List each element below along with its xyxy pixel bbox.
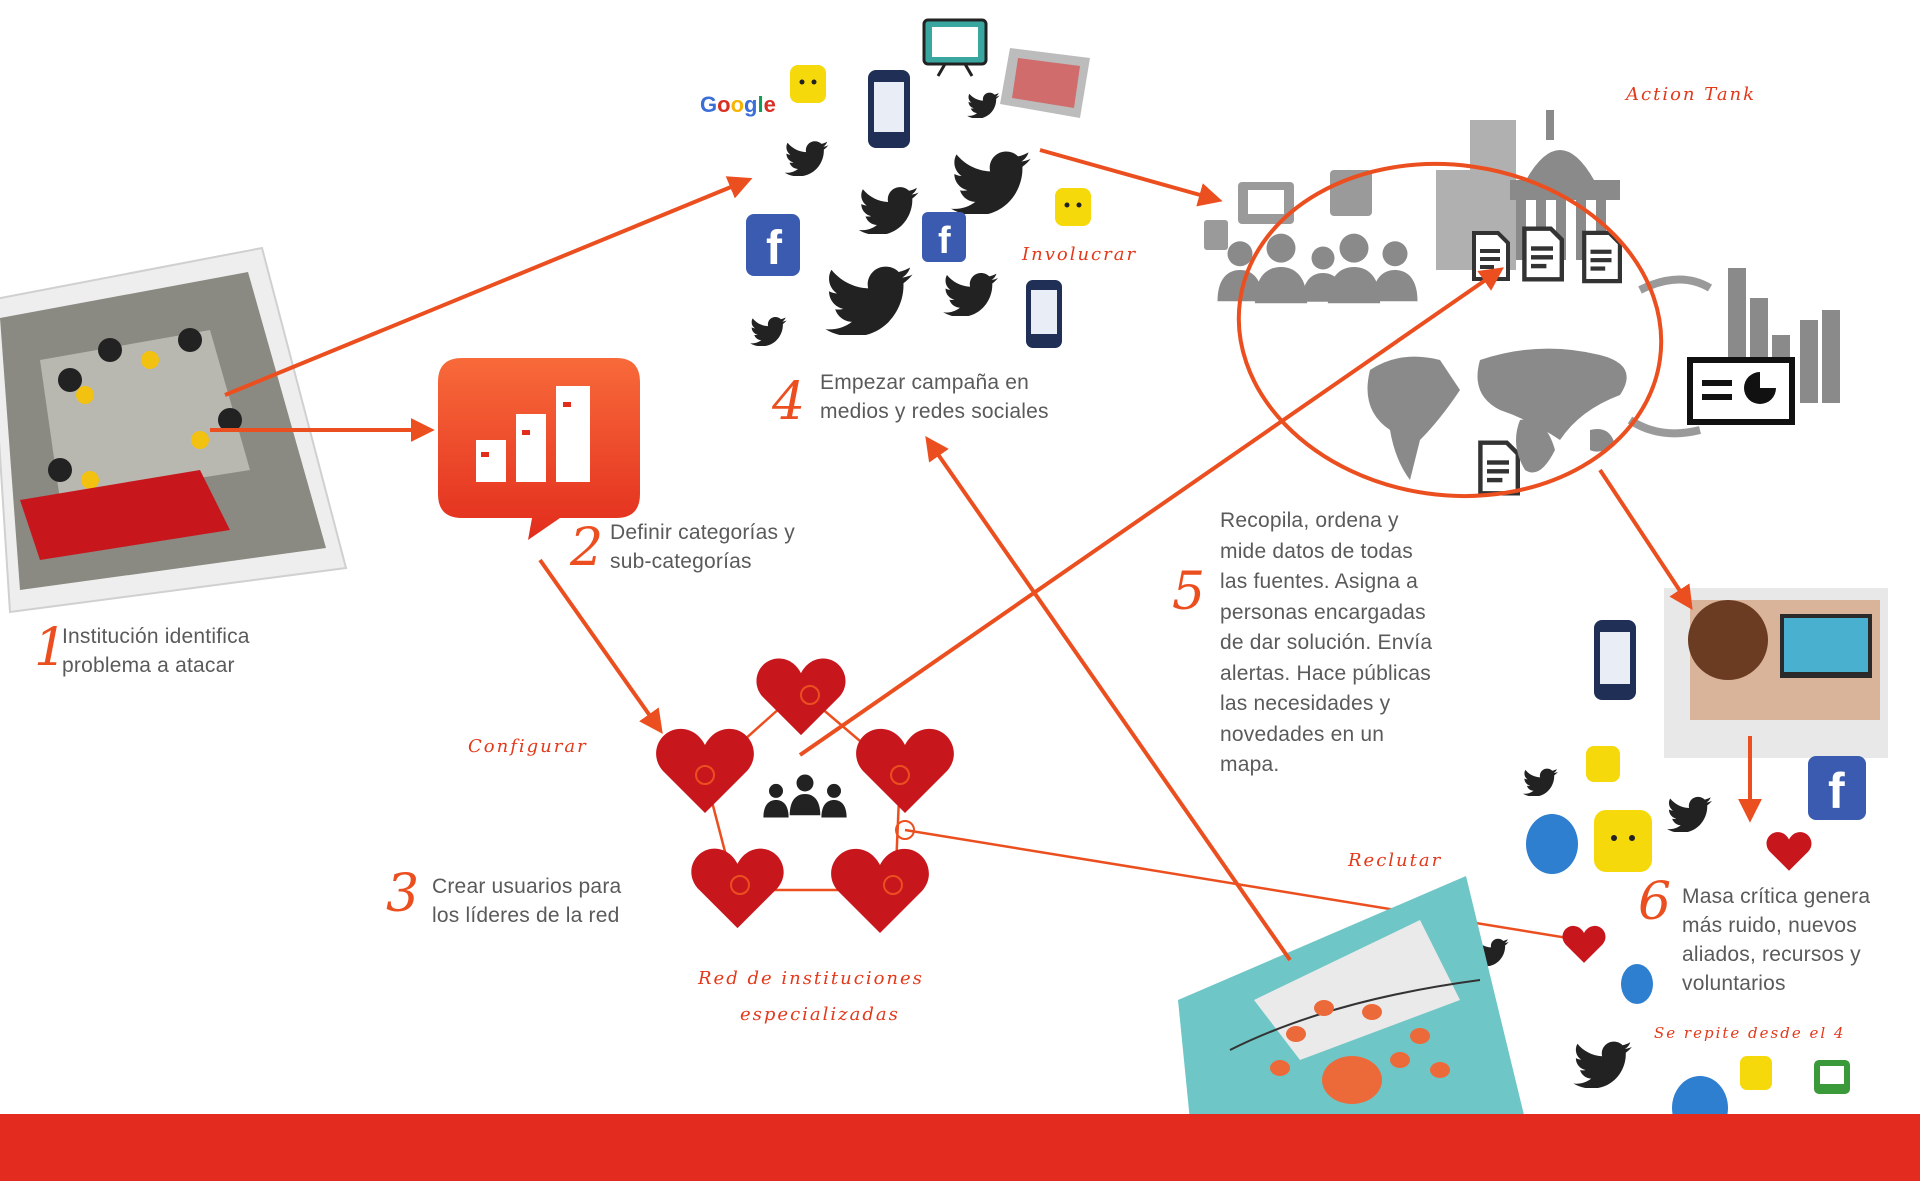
step-number-5: 5 bbox=[1172, 562, 1206, 622]
arrow-3-to-5 bbox=[798, 267, 1504, 757]
label-red-line2: especializadas bbox=[740, 1004, 900, 1025]
step-5-line: las necesidades y bbox=[1220, 692, 1391, 715]
step-2-line: sub-categorías bbox=[610, 550, 752, 573]
bar-chart-icon bbox=[1687, 268, 1840, 425]
step-3-line: Crear usuarios para bbox=[432, 875, 622, 898]
lego-photo bbox=[0, 246, 348, 614]
label-reclutar: Reclutar bbox=[1348, 850, 1443, 871]
sms-icon bbox=[1814, 1060, 1850, 1094]
tv-icon bbox=[922, 18, 988, 77]
label-red-line1: Red de instituciones bbox=[698, 968, 924, 989]
social-media-cluster: f f Google bbox=[700, 18, 1091, 348]
action-tank-cluster bbox=[1204, 110, 1840, 499]
step-6-line: más ruido, nuevos bbox=[1682, 914, 1857, 937]
arrow-4-to-5 bbox=[1039, 148, 1223, 207]
google-logo: Google bbox=[700, 92, 776, 117]
label-configurar: Configurar bbox=[468, 736, 588, 757]
step-number-4: 4 bbox=[772, 372, 806, 432]
step-6-line: Masa crítica genera bbox=[1682, 885, 1871, 908]
lego-head-icon bbox=[790, 65, 1091, 226]
label-se-repite: Se repite desde el 4 bbox=[1654, 1024, 1846, 1042]
svg-text:f: f bbox=[938, 220, 951, 262]
flow-arrows bbox=[210, 148, 1762, 962]
step-text-5: Recopila, ordena y mide datos de todas l… bbox=[1220, 506, 1432, 781]
svg-text:Google: Google bbox=[700, 92, 776, 117]
step-5-line: las fuentes. Asigna a bbox=[1220, 570, 1418, 593]
step-5-line: de dar solución. Envía bbox=[1220, 631, 1433, 654]
arrow-1-to-4 bbox=[224, 176, 753, 397]
svg-text:f: f bbox=[766, 222, 783, 275]
step-1-line: Institución identifica bbox=[62, 625, 250, 648]
step-5-line: personas encargadas bbox=[1220, 600, 1426, 624]
step-5-line: mapa. bbox=[1220, 753, 1280, 776]
step-5-line: mide datos de todas bbox=[1220, 539, 1413, 563]
arrow-reclutar-to-4 bbox=[925, 436, 1292, 962]
newspaper-icon bbox=[1000, 48, 1090, 118]
step-1-line: problema a atacar bbox=[62, 654, 235, 677]
step-6-line: aliados, recursos y bbox=[1682, 943, 1861, 966]
step-4-line: Empezar campaña en bbox=[820, 371, 1030, 394]
step-number-2: 2 bbox=[570, 518, 604, 578]
users-icon bbox=[763, 774, 847, 818]
envelope-card bbox=[1178, 876, 1540, 1181]
lego-head-icon bbox=[1586, 746, 1772, 1090]
step-5-line: alertas. Hace públicas bbox=[1220, 661, 1432, 685]
step-3-line: los líderes de la red bbox=[432, 904, 620, 927]
label-involucrar: Involucrar bbox=[1022, 244, 1138, 265]
phone-icon bbox=[868, 70, 1062, 348]
step-number-3: 3 bbox=[386, 864, 420, 924]
world-map bbox=[1367, 348, 1627, 480]
label-action-tank: Action Tank bbox=[1626, 84, 1757, 105]
people-icon bbox=[1204, 170, 1418, 304]
step-6-line: voluntarios bbox=[1682, 972, 1786, 995]
step-text-3: Crear usuarios para los líderes de la re… bbox=[432, 872, 621, 930]
svg-text:f: f bbox=[1828, 763, 1845, 819]
step-5-line: novedades en un bbox=[1220, 722, 1385, 746]
arrow-5-to-6 bbox=[1598, 468, 1693, 611]
masa-critica-cluster: f bbox=[1474, 588, 1888, 1140]
arrow-2-to-3 bbox=[538, 558, 663, 734]
step-5-line: Recopila, ordena y bbox=[1220, 509, 1399, 532]
step-4-line: medios y redes sociales bbox=[820, 400, 1049, 423]
bottom-bar bbox=[0, 1090, 1920, 1181]
step-text-6: Masa crítica genera más ruido, nuevos al… bbox=[1682, 882, 1870, 998]
step-text-1: Institución identifica problema a atacar bbox=[62, 622, 250, 680]
step-number-1: 1 bbox=[34, 618, 68, 678]
step-2-line: Definir categorías y bbox=[610, 521, 795, 544]
chart-bubble-icon bbox=[438, 358, 640, 540]
facebook-icon: f f bbox=[746, 212, 966, 276]
step-text-2: Definir categorías y sub-categorías bbox=[610, 518, 795, 576]
step-number-6: 6 bbox=[1638, 872, 1672, 932]
step-text-4: Empezar campaña en medios y redes social… bbox=[820, 368, 1049, 426]
